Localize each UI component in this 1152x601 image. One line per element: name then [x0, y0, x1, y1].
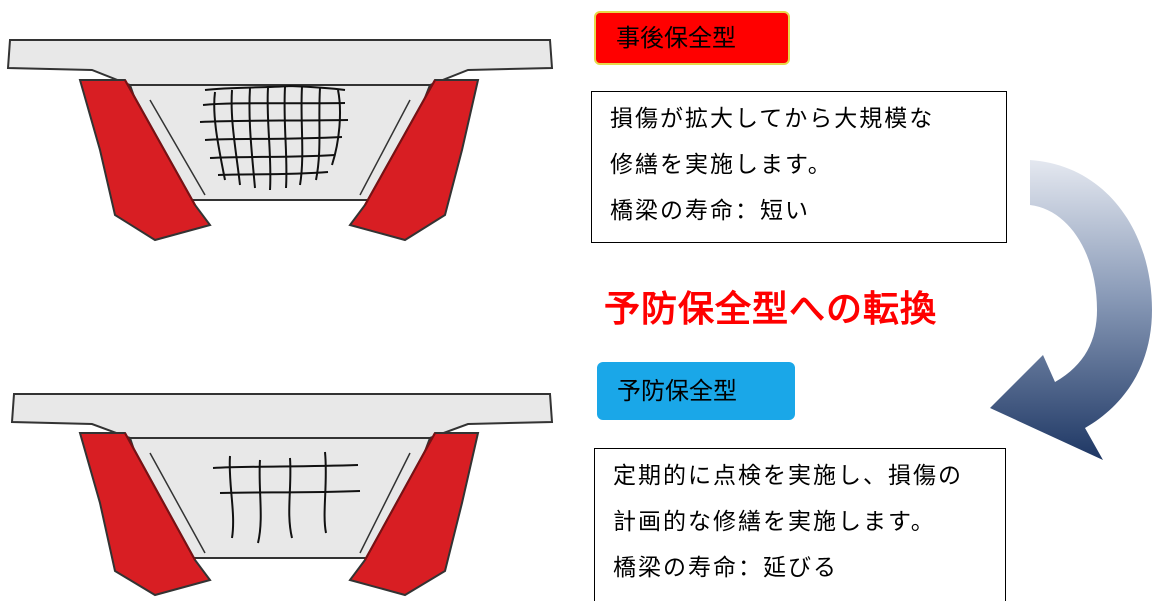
left-steel-girder [78, 432, 212, 597]
transition-title: 予防保全型への転換 [604, 289, 938, 330]
curved-arrow-icon [990, 160, 1152, 460]
description-line: 修繕を実施します。 [610, 152, 833, 178]
crack-pattern-light [212, 451, 361, 544]
reactive-maintenance-label-text: 事後保全型 [616, 24, 736, 52]
preventive-maintenance-description: 定期的に点検を実施し、損傷の 計画的な修繕を実施します。 橋梁の寿命：延びる [594, 448, 1006, 601]
right-steel-girder [348, 79, 480, 242]
bridge-maintained-illustration [10, 393, 554, 597]
description-line: 橋梁の寿命：短い [610, 198, 810, 224]
crack-pattern-severe [199, 84, 349, 191]
description-line: 計画的な修繕を実施します。 [613, 509, 936, 535]
preventive-maintenance-label-text: 予防保全型 [617, 377, 737, 405]
deck-slab [6, 39, 554, 86]
reactive-maintenance-description: 損傷が拡大してから大規模な 修繕を実施します。 橋梁の寿命：短い [591, 91, 1007, 243]
deck-slab [10, 393, 554, 439]
description-line: 定期的に点検を実施し、損傷の [613, 463, 963, 489]
left-steel-girder [78, 79, 212, 242]
description-line: 橋梁の寿命：延びる [613, 555, 838, 581]
right-steel-girder [348, 432, 480, 597]
preventive-maintenance-label: 予防保全型 [597, 362, 795, 420]
reactive-maintenance-label: 事後保全型 [594, 11, 790, 65]
description-line: 損傷が拡大してから大規模な [610, 106, 935, 132]
bridge-damaged-illustration [6, 39, 554, 242]
